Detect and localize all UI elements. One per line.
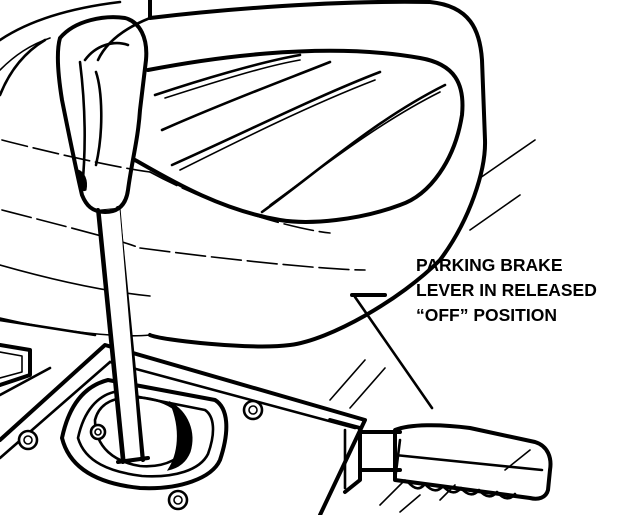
callout-line-2: LEVER IN RELEASED: [416, 280, 597, 300]
left-control-panel: [0, 318, 97, 397]
base-plate: [0, 343, 367, 515]
seat-pad: [133, 48, 465, 224]
callout-line-1: PARKING BRAKE: [416, 255, 563, 275]
parking-brake-callout: PARKING BRAKE LEVER IN RELEASED “OFF” PO…: [416, 253, 631, 328]
shift-lever: [96, 206, 150, 464]
seat-cushion: [0, 0, 488, 349]
seat-back: [0, 0, 122, 97]
callout-line-3: “OFF” POSITION: [416, 305, 557, 325]
callout-leader: [350, 293, 434, 410]
shift-knob: [55, 15, 149, 214]
parking-brake-handle: [393, 423, 553, 501]
brake-lever-bracket: [328, 418, 402, 494]
